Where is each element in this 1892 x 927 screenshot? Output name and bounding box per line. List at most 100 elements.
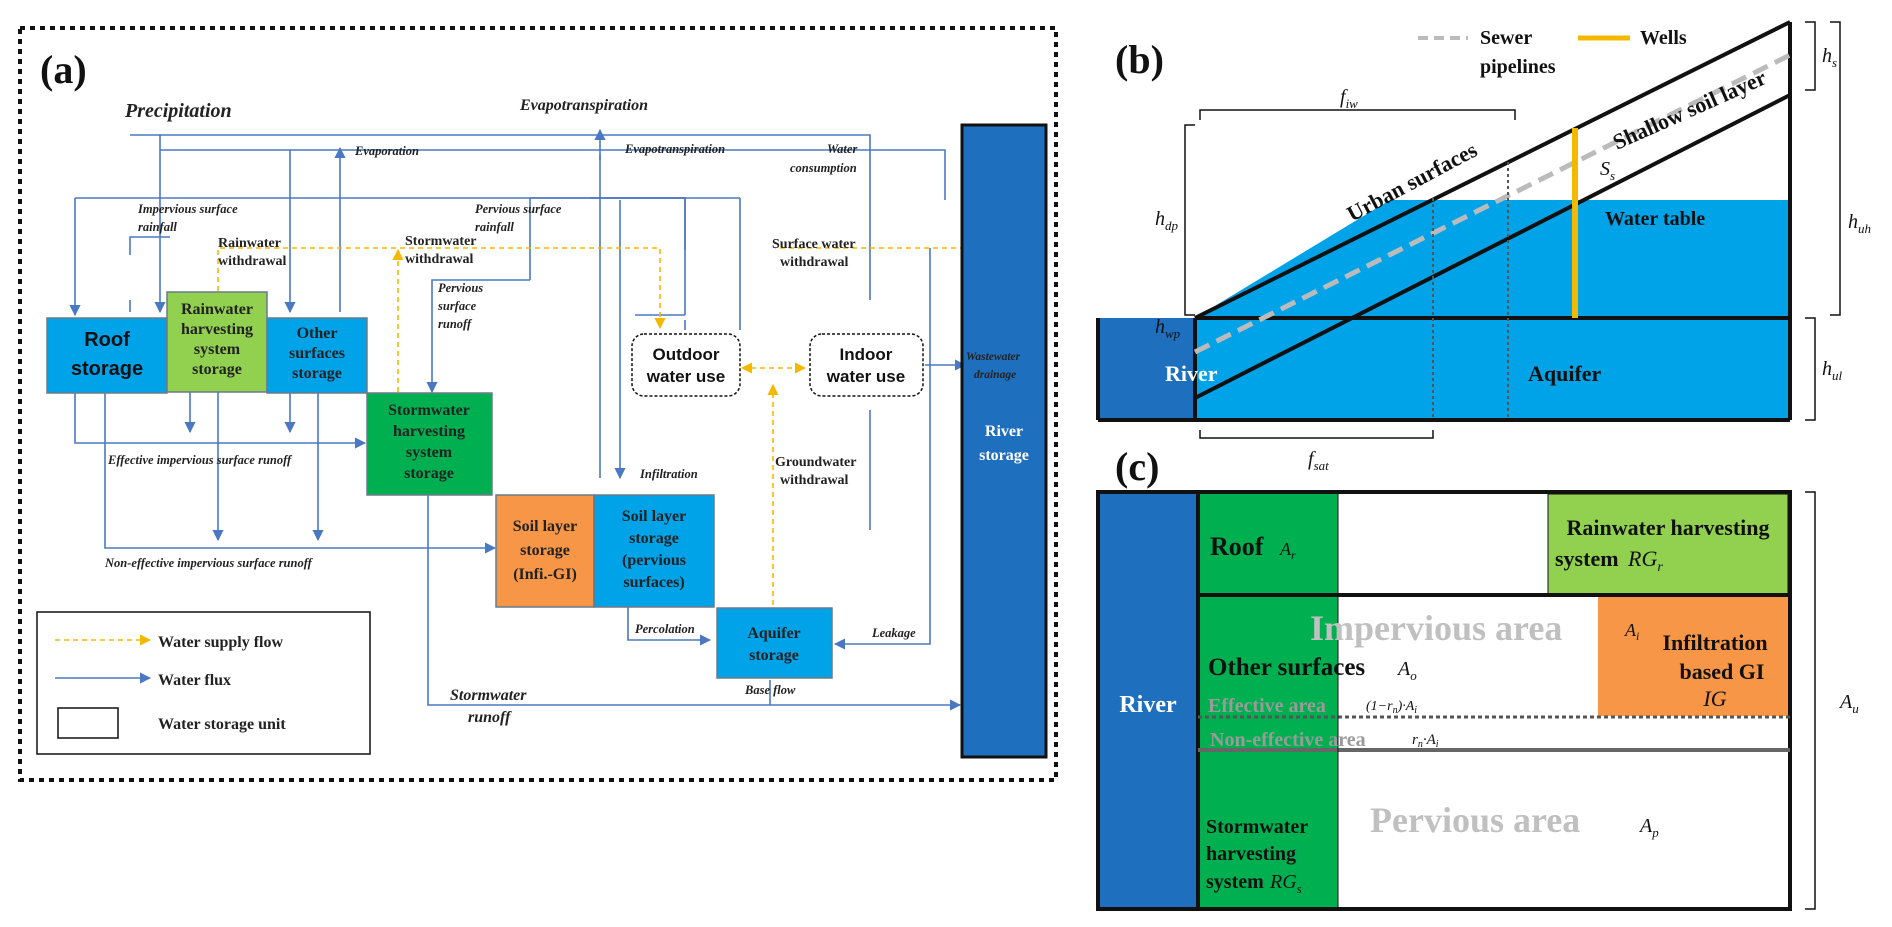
stormwater-harvesting-box: [366, 392, 493, 496]
h-ul-label: hul: [1822, 358, 1843, 383]
impervious-rainfall-label-1: Impervious surface: [137, 202, 238, 216]
imp-var: Ai: [1624, 620, 1639, 643]
s-s-label: Ss: [1600, 158, 1615, 183]
roof-c-label: Roof: [1210, 532, 1264, 561]
non-effective-runoff-label: Non-effective impervious surface runoff: [104, 556, 314, 570]
percolation-label: Percolation: [635, 622, 695, 636]
other-var: Ao: [1396, 658, 1417, 683]
indoor-label-1: Indoor: [840, 345, 893, 364]
non-effective-area-label: Non-effective area: [1210, 729, 1366, 751]
swh-label-1: Stormwater: [388, 402, 470, 419]
flux-lines: [69, 128, 967, 711]
panel-b: (b) Sewer pipelines Wells River Aquifer …: [1096, 20, 1871, 473]
panel-a-label: (a): [40, 47, 87, 92]
flux-labels: Precipitation Evapotranspiration Evapora…: [104, 97, 1021, 726]
infil-label-1: Infiltration: [1662, 630, 1767, 655]
rwh-label-1: Rainwater: [181, 301, 253, 318]
sewer-line: [1193, 52, 1792, 355]
river-b: [1098, 318, 1196, 420]
rwh-label-3: system: [194, 341, 241, 358]
outdoor-water-use-box: [631, 333, 741, 397]
rwh-var: RGr: [1627, 546, 1663, 575]
soilp-label-1: Soil layer: [622, 508, 686, 525]
rainwater-withdrawal-label-2: withdrawal: [218, 254, 287, 269]
legend-a: Water supply flow Water flux Water stora…: [36, 611, 371, 755]
river-storage-box: [960, 123, 1048, 759]
soilp-label-3: (pervious: [622, 552, 686, 569]
precipitation-label: Precipitation: [124, 100, 232, 122]
soil-layer-line: [1194, 93, 1791, 400]
other-label-3: storage: [292, 365, 342, 382]
soilp-label-2: storage: [629, 530, 679, 547]
outdoor-label-2: water use: [646, 367, 725, 386]
swh-label-3: system: [406, 444, 453, 461]
evaporation-label: Evaporation: [354, 144, 419, 158]
legend-flux-label: Water flux: [158, 672, 231, 689]
rwh-c-label-2: system: [1555, 546, 1619, 571]
water-body: [1195, 200, 1790, 420]
indoor-water-use-box: [809, 333, 924, 397]
legend-unit-box: [57, 707, 119, 739]
aquifer-box: [716, 607, 833, 679]
other-c-label: Other surfaces: [1208, 654, 1365, 681]
legend-unit-label: Water storage unit: [158, 716, 286, 733]
pervious-rainfall-label-2: rainfall: [475, 220, 514, 234]
soilgi-label-3: (Infi.-GI): [513, 566, 577, 583]
roof-storage-label-2: storage: [71, 358, 143, 380]
storage-boxes: Roof storage Rainwater harvesting system…: [46, 123, 1048, 759]
urban-surface-line: [1194, 20, 1791, 320]
rainwater-harvesting-box: [166, 291, 268, 393]
indoor-label-2: water use: [826, 367, 905, 386]
roof-var: Ar: [1279, 539, 1296, 562]
swh-c-label-3: system: [1206, 871, 1264, 893]
swh-label-2: harvesting: [393, 423, 465, 440]
roof-area: [1200, 494, 1338, 594]
infil-var: IG: [1702, 686, 1726, 711]
wastewater-label-1: Wastewater: [966, 351, 1021, 363]
f-iw-label: fiw: [1340, 86, 1358, 111]
panel-c: (c) River Roof Ar Rainwater harvesting s…: [1096, 444, 1859, 911]
rwh-label-2: harvesting: [181, 321, 253, 338]
perv-var: Ap: [1638, 815, 1659, 840]
pervious-area-label: Pervious area: [1370, 800, 1580, 840]
aquifer-label-2: storage: [749, 647, 799, 664]
base-flow-label: Base flow: [744, 683, 796, 697]
other-label-1: Other: [297, 325, 338, 342]
water-consumption-label-1: Water: [827, 142, 857, 156]
legend-supply-label: Water supply flow: [158, 634, 284, 651]
stormwater-withdrawal-label-1: Stormwater: [405, 234, 477, 249]
groundwater-withdrawal-label-1: Groundwater: [775, 455, 856, 470]
rwh-label-4: storage: [192, 361, 242, 378]
swh-label-4: storage: [404, 465, 454, 482]
h-wp-label: hwp: [1155, 316, 1181, 341]
groundwater-withdrawal-label-2: withdrawal: [780, 473, 849, 488]
evapotranspiration-label: Evapotranspiration: [519, 97, 648, 114]
supply-lines: [217, 247, 965, 605]
pervious-runoff-label-3: runoff: [438, 317, 473, 331]
roof-storage-box: [46, 317, 168, 394]
infiltration-label: Infiltration: [639, 467, 698, 481]
legend-sewer-label-2: pipelines: [1480, 56, 1556, 78]
impervious-area-label: Impervious area: [1310, 608, 1562, 648]
panel-a-border: [18, 26, 1058, 782]
panel-b-label: (b): [1115, 37, 1164, 82]
stormwater-withdrawal-label-2: withdrawal: [405, 252, 474, 267]
outdoor-label-1: Outdoor: [652, 345, 719, 364]
infil-label-2: based GI: [1680, 659, 1765, 684]
total-var: Au: [1838, 691, 1859, 716]
effective-runoff-label: Effective impervious surface runoff: [107, 453, 293, 467]
surface-withdrawal-label-2: withdrawal: [780, 255, 849, 270]
infiltration-area: [1598, 596, 1788, 716]
wastewater-label-2: drainage: [974, 369, 1016, 381]
soilgi-label-1: Soil layer: [513, 518, 577, 535]
rainwater-withdrawal-label-1: Rainwater: [218, 236, 281, 251]
roof-storage-label-1: Roof: [84, 329, 130, 351]
river-b-label: River: [1165, 361, 1218, 386]
aquifer-label-1: Aquifer: [747, 625, 800, 642]
effective-formula: (1−rn)·Ai: [1366, 699, 1417, 716]
stormwater-runoff-label-2: runoff: [468, 709, 512, 726]
swh-c-label-2: harvesting: [1206, 843, 1296, 865]
impervious-rainfall-label-2: rainfall: [138, 220, 177, 234]
non-effective-formula: rn·Ai: [1412, 732, 1439, 750]
